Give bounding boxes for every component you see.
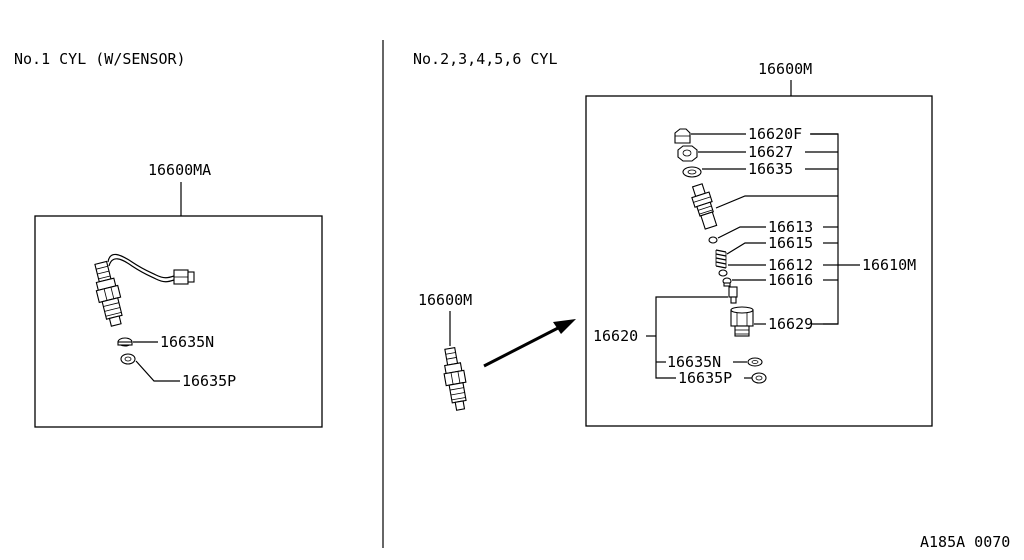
callout-16613: 16613 <box>768 218 813 236</box>
exploded-view-arrow <box>483 319 576 368</box>
part-16615-spring <box>715 249 727 269</box>
callout-16615: 16615 <box>768 234 813 252</box>
bracket-16610m <box>811 133 839 325</box>
callout-16629: 16629 <box>768 315 813 333</box>
left-assembly-box <box>34 215 323 428</box>
part-nozzle-holder <box>691 183 718 230</box>
part-16635p-washer <box>751 372 767 384</box>
part-16612 <box>718 269 728 277</box>
washer-p-left <box>120 353 136 365</box>
part-nozzle-pin <box>728 286 738 304</box>
loose-nozzle-label: 16600M <box>418 291 472 309</box>
callout-16620f: 16620F <box>748 125 802 143</box>
callout-16627: 16627 <box>748 143 793 161</box>
nozzle-with-sensor <box>94 253 195 327</box>
part-16613 <box>708 236 718 244</box>
callout-16635p-left: 16635P <box>182 372 236 390</box>
callout-16635n-left: 16635N <box>160 333 214 351</box>
callout-16635p: 16635P <box>678 369 732 387</box>
left-assembly-label: 16600MA <box>148 161 211 179</box>
washer-n-left <box>117 337 133 347</box>
right-assembly-label: 16600M <box>758 60 812 78</box>
left-panel-heading: No.1 CYL (W/SENSOR) <box>14 50 186 68</box>
part-16627-nut <box>677 145 698 162</box>
callout-16635: 16635 <box>748 160 793 178</box>
callout-16616: 16616 <box>768 271 813 289</box>
part-16635n-washer <box>747 357 763 367</box>
callout-16620: 16620 <box>593 327 638 345</box>
leader-holder <box>715 195 838 209</box>
figure-code: A185A 0070 <box>920 533 1010 551</box>
leader-16615 <box>726 242 766 255</box>
part-16616 <box>722 277 732 287</box>
part-16635-washer <box>682 166 702 178</box>
bracket-16620 <box>655 296 728 379</box>
loose-nozzle <box>443 346 467 411</box>
leader-16613 <box>717 226 766 239</box>
right-panel-heading: No.2,3,4,5,6 CYL <box>413 50 558 68</box>
callout-16635n: 16635N <box>667 353 721 371</box>
leader-washer-p-left <box>135 360 180 382</box>
part-16629 <box>730 306 754 337</box>
callout-16610m: 16610M <box>862 256 916 274</box>
part-16620f-cap <box>674 128 691 144</box>
callout-16612: 16612 <box>768 256 813 274</box>
right-assembly-box <box>585 95 933 427</box>
